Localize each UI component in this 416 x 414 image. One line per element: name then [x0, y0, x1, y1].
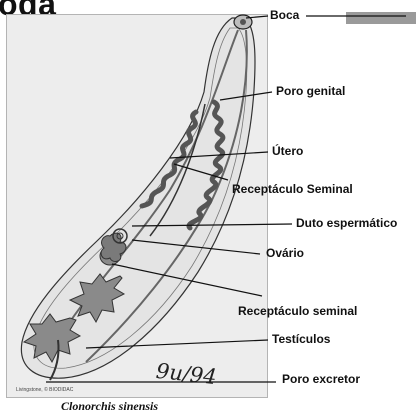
label-boca: Boca — [270, 8, 299, 22]
figure-caption: Clonorchis sinensis — [61, 399, 158, 414]
figure-credit: Livingstone, © BIODIDAC — [16, 387, 73, 393]
label-testiculos: Testículos — [272, 332, 330, 346]
label-utero: Útero — [272, 144, 303, 158]
label-poro-excretor: Poro excretor — [282, 372, 360, 386]
label-duto-espermatico: Duto espermático — [296, 216, 397, 230]
label-ovario: Ovário — [266, 246, 304, 260]
label-receptaculo-seminal-lower: Receptáculo seminal — [238, 304, 357, 318]
label-poro-genital: Poro genital — [276, 84, 345, 98]
label-receptaculo-seminal-upper: Receptáculo Seminal — [232, 182, 353, 196]
